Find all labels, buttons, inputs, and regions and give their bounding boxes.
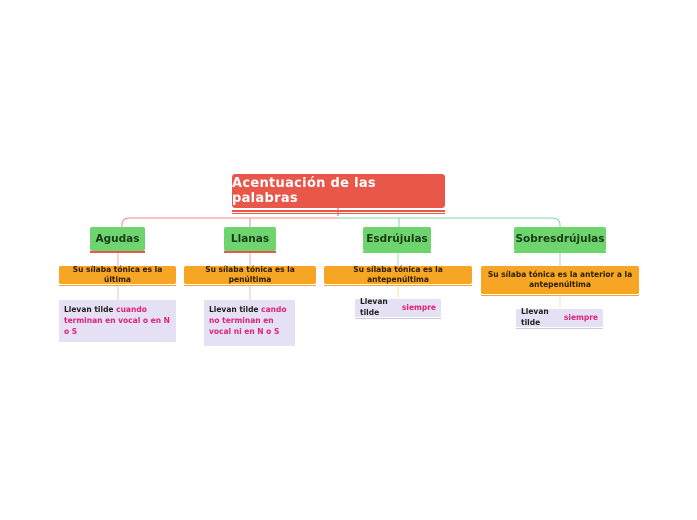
tilde-underline: [355, 318, 441, 319]
tilde-underline: [516, 328, 603, 329]
connector-right-bar: [338, 217, 561, 226]
root-underline-2: [232, 213, 445, 214]
tilde-highlight: cuando terminan en vocal o en N o S: [64, 305, 170, 336]
root-underline: [232, 210, 445, 212]
rule-node-sobresdrujulas[interactable]: Su sílaba tónica es la anterior a la ant…: [481, 266, 639, 294]
topic-underline: [224, 251, 276, 253]
topic-underline: [363, 251, 431, 253]
topic-label: Esdrújulas: [366, 233, 428, 245]
tilde-prefix: Llevan tilde: [521, 307, 549, 327]
rule-node-agudas[interactable]: Su sílaba tónica es la última: [59, 264, 176, 284]
rule-label: Su sílaba tónica es la antepenúltima: [353, 264, 443, 284]
topic-underline: [90, 251, 145, 253]
rule-label: Su sílaba tónica es la penúltima: [205, 264, 295, 284]
root-node[interactable]: Acentuación de las palabras: [232, 174, 445, 208]
topic-label: Agudas: [95, 233, 140, 245]
tilde-node-sobresdrujulas[interactable]: Llevan tilde siempre: [516, 307, 603, 327]
rule-underline: [59, 285, 176, 286]
rule-underline: [481, 295, 639, 296]
rule-label: Su sílaba tónica es la anterior a la ant…: [487, 269, 633, 289]
rule-node-llanas[interactable]: Su sílaba tónica es la penúltima: [184, 264, 316, 284]
rule-underline: [184, 285, 316, 286]
topic-node-llanas[interactable]: Llanas: [224, 227, 276, 251]
topic-label: Sobresdrújulas: [515, 233, 605, 245]
tilde-highlight: cando no terminan en vocal ni en N o S: [209, 305, 287, 336]
topic-node-agudas[interactable]: Agudas: [90, 227, 145, 251]
tilde-prefix: Llevan tilde: [209, 305, 262, 314]
topic-node-esdrujulas[interactable]: Esdrújulas: [363, 227, 431, 251]
topic-label: Llanas: [230, 233, 270, 245]
rule-underline: [324, 285, 472, 286]
topic-underline: [514, 251, 606, 253]
rule-node-esdrujulas[interactable]: Su sílaba tónica es la antepenúltima: [324, 264, 472, 284]
tilde-prefix: Llevan tilde: [64, 305, 117, 314]
tilde-node-llanas[interactable]: Llevan tilde cando no terminan en vocal …: [204, 300, 295, 346]
topic-node-sobresdrujulas[interactable]: Sobresdrújulas: [514, 227, 606, 251]
connector-left-bar: [121, 217, 338, 226]
root-label: Acentuación de las palabras: [232, 176, 376, 206]
tilde-prefix: Llevan tilde: [360, 297, 388, 317]
tilde-node-agudas[interactable]: Llevan tilde cuando terminan en vocal o …: [59, 300, 176, 342]
tilde-highlight: siempre: [563, 312, 598, 322]
tilde-highlight: siempre: [401, 302, 436, 312]
tilde-node-esdrujulas[interactable]: Llevan tilde siempre: [355, 297, 441, 317]
rule-label: Su sílaba tónica es la última: [72, 264, 163, 284]
